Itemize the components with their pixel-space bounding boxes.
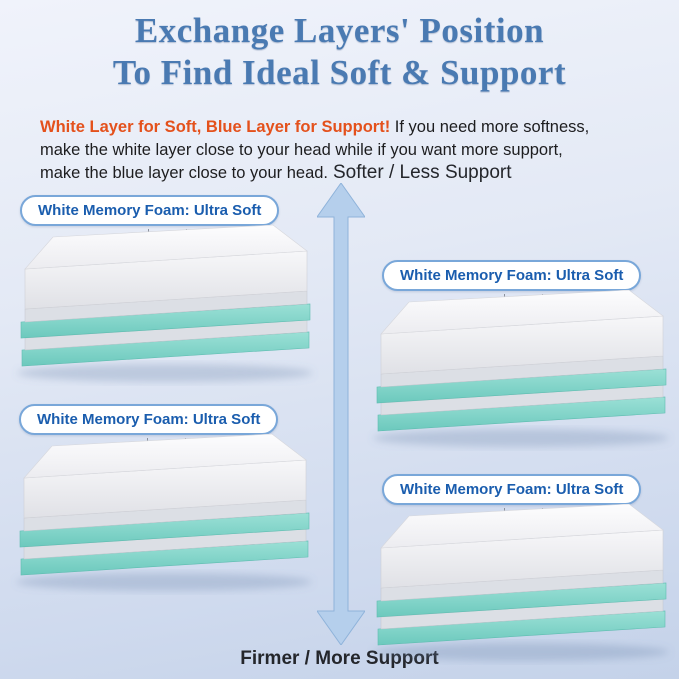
soft-firm-arrow-icon [316,182,366,646]
intro-highlight: White Layer for Soft, Blue Layer for Sup… [40,117,391,136]
page-title: Exchange Layers' Position To Find Ideal … [0,10,679,94]
double-arrow-icon [316,182,366,646]
title-line-1: Exchange Layers' Position [134,11,545,50]
mattress-label: White Memory Foam: Ultra Soft [382,474,642,505]
mattress-card-top-left: White Memory Foam: Ultra Soft [6,193,320,397]
mattress-label: White Memory Foam: Ultra Soft [382,260,642,291]
mattress-card-top-right: White Memory Foam: Ultra Soft [362,258,676,462]
intro-text: White Layer for Soft, Blue Layer for Sup… [40,116,656,185]
title-line-2: To Find Ideal Soft & Support [112,53,567,92]
mattress-card-bottom-right: White Memory Foam: Ultra Soft [362,472,676,676]
mattress-label: White Memory Foam: Ultra Soft [20,195,280,226]
mattress-illustration [362,290,676,460]
intro-line-1: If you need more softness, [394,117,590,136]
mattress-card-bottom-left: White Memory Foam: Ultra Soft [5,402,319,606]
intro-line-3: make the blue layer close to your head. [40,163,329,182]
mattress-illustration [6,225,320,395]
softer-label: Softer / Less Support [333,162,512,183]
mattress-label: White Memory Foam: Ultra Soft [19,404,279,435]
mattress-illustration [5,434,319,604]
intro-line-2: make the white layer close to your head … [40,140,563,159]
mattress-illustration [362,504,676,674]
